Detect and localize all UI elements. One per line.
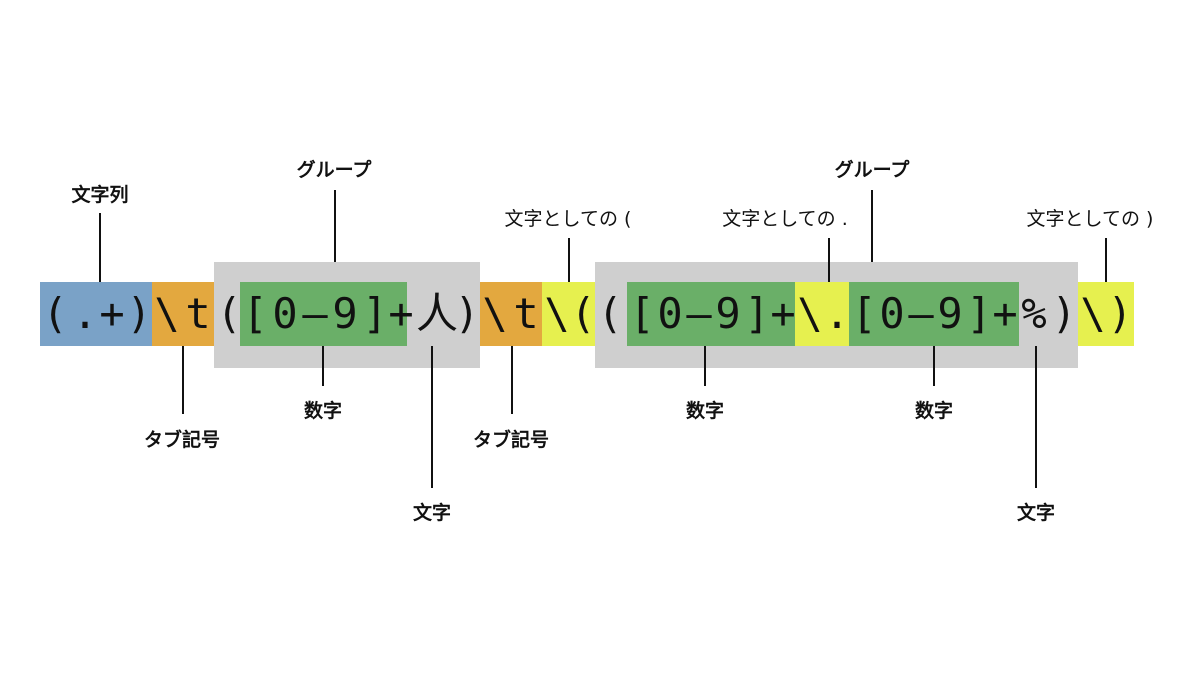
literal-close-box: [1078, 282, 1134, 346]
regex-char: 9: [332, 289, 358, 338]
regex-char: [: [851, 289, 877, 338]
regex-char: \: [482, 289, 508, 338]
tab-box-2: [480, 282, 542, 346]
literal-open-box: [542, 282, 595, 346]
regex-char: +: [388, 289, 414, 338]
regex-char: ]: [966, 289, 992, 338]
regex-char: (: [216, 289, 242, 338]
regex-char: 0: [879, 289, 905, 338]
regex-char: +: [99, 289, 125, 338]
label-group-2: グループ: [834, 159, 910, 181]
connector-digit-3: [933, 346, 935, 386]
regex-char: \: [544, 289, 570, 338]
connector-tab-1: [182, 346, 184, 414]
regex-char: 0: [657, 289, 683, 338]
string-box: [40, 282, 152, 346]
regex-char: ): [126, 289, 152, 338]
label-digit-2: 数字: [685, 400, 725, 422]
regex-char: (: [570, 289, 596, 338]
literal-dot-box: [795, 282, 849, 346]
digit-box-1: [240, 282, 407, 346]
regex-char: (: [42, 289, 68, 338]
regex-char: \: [154, 289, 180, 338]
label-char-2: 文字: [1016, 502, 1056, 524]
regex-char: t: [185, 289, 211, 338]
regex-char: 0: [272, 289, 298, 338]
regex-char: 人: [415, 289, 458, 338]
regex-char: –: [908, 289, 934, 338]
regex-char: ]: [744, 289, 770, 338]
label-string: 文字列: [71, 184, 129, 206]
connector-char-2: [1035, 346, 1037, 488]
label-digit-3: 数字: [914, 400, 954, 422]
regex-char: %: [1021, 289, 1047, 338]
regex-char: –: [302, 289, 328, 338]
tab-box-1: [152, 282, 214, 346]
connector-digit-2: [704, 346, 706, 386]
connector-string: [99, 213, 101, 282]
digit-box-3: [849, 282, 1019, 346]
regex-char: [: [242, 289, 268, 338]
regex-char: \: [1080, 289, 1106, 338]
label-char-1: 文字: [412, 502, 452, 524]
regex-char: .: [72, 289, 98, 338]
regex-char: ): [1051, 289, 1077, 338]
regex-char: 9: [715, 289, 741, 338]
label-digit-1: 数字: [303, 400, 343, 422]
regex-char: ]: [362, 289, 388, 338]
label-literal-open: 文字としての (: [504, 208, 632, 230]
label-literal-close: 文字としての ): [1026, 208, 1154, 230]
regex-char: (: [597, 289, 623, 338]
connector-group-2: [871, 190, 873, 262]
label-tab-2: タブ記号: [472, 429, 550, 451]
connector-digit-1: [322, 346, 324, 386]
label-literal-dot: 文字としての .: [722, 208, 848, 230]
regex-char: –: [686, 289, 712, 338]
regex-char: ): [454, 289, 480, 338]
regex-char: .: [824, 289, 850, 338]
label-group-1: グループ: [296, 159, 372, 181]
regex-char: t: [513, 289, 539, 338]
connector-group-1: [334, 190, 336, 262]
regex-char: +: [992, 289, 1018, 338]
connector-char-1: [431, 346, 433, 488]
label-tab-1: タブ記号: [143, 429, 221, 451]
connector-tab-2: [511, 346, 513, 414]
regex-char: \: [797, 289, 823, 338]
digit-box-2: [627, 282, 795, 346]
regex-char: 9: [937, 289, 963, 338]
regex-char: [: [629, 289, 655, 338]
connector-literal-close: [1105, 238, 1107, 282]
connector-literal-open: [568, 238, 570, 282]
regex-char: ): [1107, 289, 1133, 338]
regex-char: +: [770, 289, 796, 338]
connector-literal-dot: [828, 238, 830, 282]
